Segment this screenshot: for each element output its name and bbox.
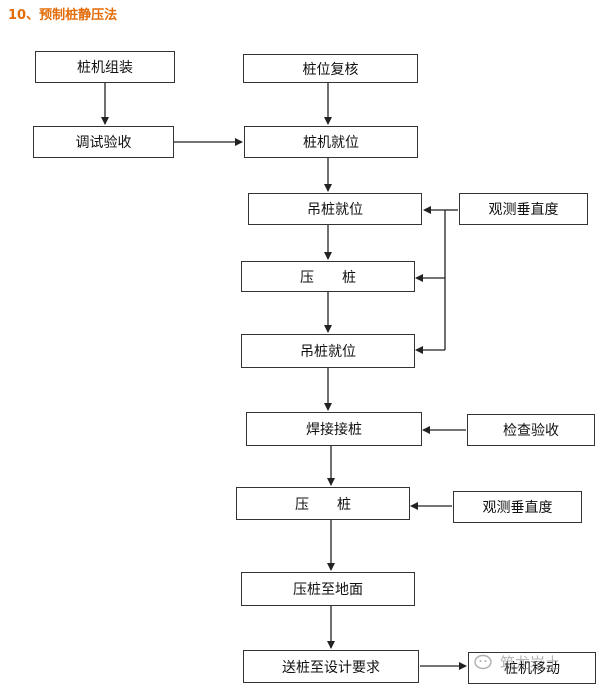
page-heading: 10、预制桩静压法 bbox=[8, 8, 118, 23]
node-inspection-acceptance: 检查验收 bbox=[467, 414, 595, 446]
watermark-text: 筑龙岩土 bbox=[500, 654, 561, 672]
node-press-pile-1: 压 桩 bbox=[241, 261, 415, 292]
node-lift-pile-in-place-2: 吊桩就位 bbox=[241, 334, 415, 368]
node-press-pile-2: 压 桩 bbox=[236, 487, 410, 520]
node-debug-acceptance: 调试验收 bbox=[33, 126, 174, 158]
watermark: 筑龙岩土 bbox=[474, 652, 560, 673]
node-observe-verticality-2: 观测垂直度 bbox=[453, 491, 582, 523]
node-observe-verticality-1: 观测垂直度 bbox=[459, 193, 588, 225]
wechat-icon bbox=[474, 654, 492, 669]
node-pile-machine-in-place: 桩机就位 bbox=[244, 126, 418, 158]
node-pile-machine-move: 桩机移动 bbox=[468, 652, 596, 684]
node-pile-machine-assembly: 桩机组装 bbox=[35, 51, 175, 83]
node-pile-position-check: 桩位复核 bbox=[243, 54, 418, 83]
node-weld-splice-pile: 焊接接桩 bbox=[246, 412, 422, 446]
node-send-pile-to-design: 送桩至设计要求 bbox=[243, 650, 419, 683]
node-press-pile-to-ground: 压桩至地面 bbox=[241, 572, 415, 606]
node-lift-pile-in-place-1: 吊桩就位 bbox=[248, 193, 422, 225]
